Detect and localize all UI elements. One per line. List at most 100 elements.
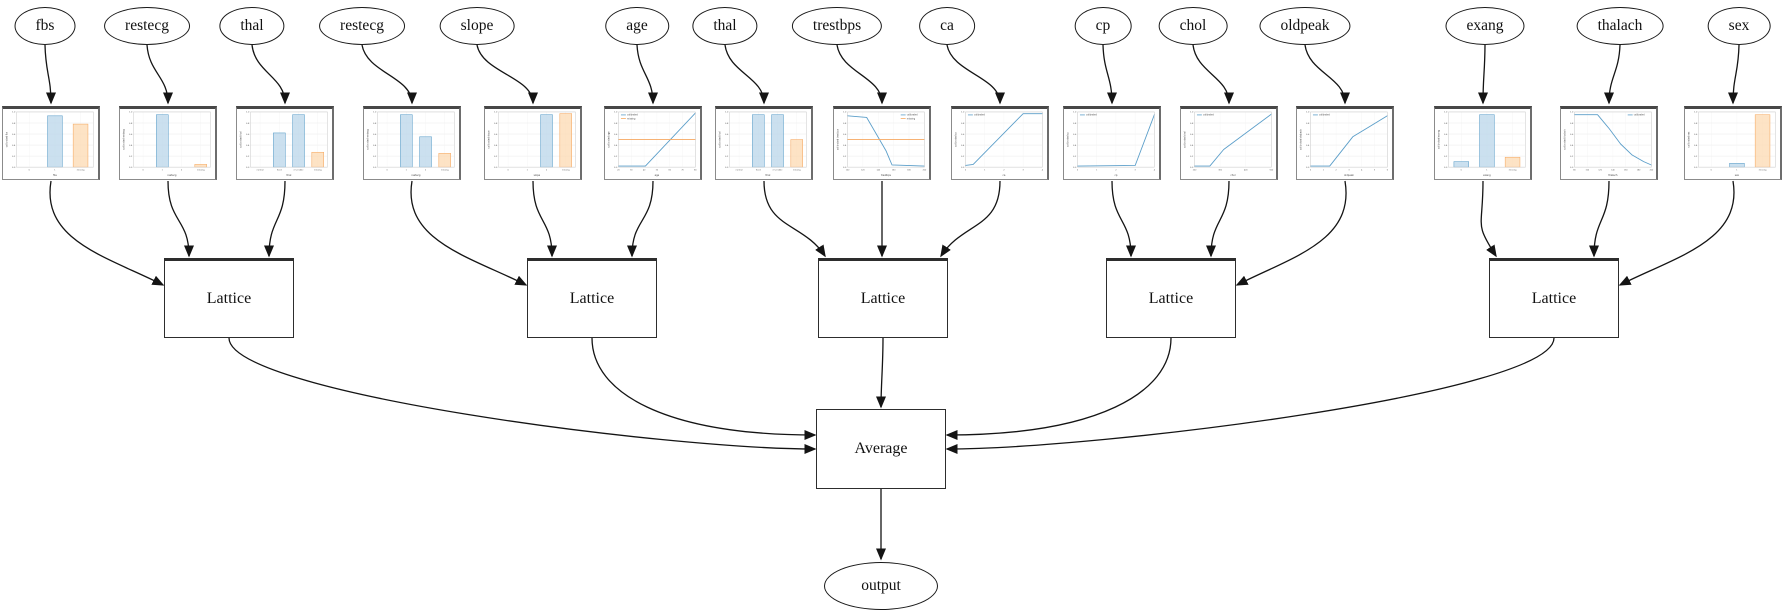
- svg-text:0.6: 0.6: [12, 134, 16, 136]
- svg-text:1.0: 1.0: [129, 112, 133, 114]
- svg-text:140: 140: [1611, 170, 1615, 172]
- svg-text:0.8: 0.8: [1694, 123, 1698, 125]
- svg-text:calibrated restecg: calibrated restecg: [367, 129, 370, 150]
- edge-input-restecg-to-chart: [361, 44, 417, 105]
- svg-text:calibrated: calibrated: [1086, 114, 1097, 117]
- edge-lattice-2-to-average: [591, 337, 817, 440]
- svg-text:300: 300: [1218, 170, 1222, 172]
- svg-text:calibrated restecg: calibrated restecg: [123, 129, 126, 150]
- input-node-thal-2: thal: [219, 7, 285, 45]
- svg-text:missing: missing: [77, 170, 85, 172]
- svg-text:fixed: fixed: [277, 170, 283, 172]
- svg-text:0: 0: [1310, 170, 1312, 172]
- svg-text:4: 4: [1042, 170, 1044, 172]
- input-node-restecg-3: restecg: [319, 7, 405, 45]
- svg-text:1: 1: [984, 170, 986, 172]
- output-label: output: [861, 577, 901, 594]
- input-node-restecg-1: restecg: [104, 7, 190, 45]
- svg-text:age: age: [655, 174, 660, 177]
- svg-text:0.6: 0.6: [1190, 134, 1194, 136]
- edge-lattice-1-to-average: [228, 337, 817, 454]
- svg-text:0.4: 0.4: [1306, 145, 1310, 147]
- input-node-thal-6: thal: [692, 7, 758, 45]
- svg-text:0.8: 0.8: [494, 123, 498, 125]
- edge-input-oldpeak-to-chart: [1304, 44, 1350, 105]
- input-node-oldpeak-11: oldpeak: [1259, 7, 1351, 45]
- svg-text:trestbps: trestbps: [881, 173, 892, 177]
- svg-text:0.2: 0.2: [494, 156, 498, 158]
- svg-text:0.6: 0.6: [1444, 134, 1448, 136]
- edge-input-restecg-to-chart: [146, 44, 173, 105]
- svg-text:160: 160: [892, 170, 896, 172]
- svg-text:6: 6: [1387, 170, 1389, 172]
- svg-text:0.2: 0.2: [725, 156, 729, 158]
- svg-text:calibrated: calibrated: [1203, 114, 1214, 117]
- svg-text:restecg: restecg: [411, 173, 421, 177]
- input-label: cp: [1095, 17, 1111, 34]
- svg-text:0.8: 0.8: [961, 123, 965, 125]
- svg-text:0.2: 0.2: [1190, 156, 1194, 158]
- average-label: Average: [854, 440, 908, 457]
- svg-text:100: 100: [1586, 170, 1590, 172]
- lattice-node-1: Lattice: [164, 258, 294, 338]
- svg-text:0.0: 0.0: [1444, 167, 1448, 169]
- svg-text:0.4: 0.4: [1190, 145, 1194, 147]
- svg-text:0.8: 0.8: [1570, 123, 1574, 125]
- input-node-age-5: age: [605, 7, 669, 45]
- svg-text:1.0: 1.0: [246, 112, 250, 114]
- svg-text:calibrated ca: calibrated ca: [955, 132, 958, 147]
- svg-text:calibrated: calibrated: [1634, 114, 1645, 117]
- lattice-label: Lattice: [1148, 290, 1194, 307]
- svg-text:reversible: reversible: [773, 169, 784, 172]
- lattice-node-4: Lattice: [1106, 258, 1236, 338]
- svg-text:missing: missing: [562, 170, 570, 172]
- svg-text:0.2: 0.2: [373, 156, 377, 158]
- svg-text:0.4: 0.4: [12, 145, 16, 147]
- svg-text:calibrated slope: calibrated slope: [488, 130, 491, 149]
- svg-text:0: 0: [29, 170, 31, 172]
- svg-text:0.6: 0.6: [843, 134, 847, 136]
- svg-text:5: 5: [1374, 170, 1376, 172]
- svg-text:0.0: 0.0: [725, 167, 729, 169]
- svg-text:1.0: 1.0: [961, 112, 965, 114]
- svg-text:0.2: 0.2: [246, 156, 250, 158]
- input-label: restecg: [340, 17, 384, 34]
- svg-text:2: 2: [1115, 170, 1116, 172]
- svg-text:80: 80: [1573, 170, 1576, 172]
- svg-text:0.6: 0.6: [614, 134, 618, 136]
- svg-text:sex: sex: [1735, 174, 1740, 177]
- input-node-slope-4: slope: [439, 7, 515, 45]
- svg-text:ca: ca: [1002, 174, 1005, 177]
- lattice-node-2: Lattice: [527, 258, 657, 338]
- svg-text:1: 1: [406, 170, 408, 172]
- svg-text:0.4: 0.4: [1694, 145, 1698, 147]
- svg-text:0.8: 0.8: [725, 123, 729, 125]
- svg-text:1.0: 1.0: [12, 112, 16, 114]
- svg-text:0.8: 0.8: [12, 123, 16, 125]
- svg-text:180: 180: [907, 170, 911, 172]
- svg-text:0.6: 0.6: [1694, 134, 1698, 136]
- input-node-chol-10: chol: [1158, 7, 1228, 45]
- svg-text:0.6: 0.6: [1306, 134, 1310, 136]
- svg-text:1.0: 1.0: [725, 112, 729, 114]
- svg-text:0.0: 0.0: [1073, 167, 1077, 169]
- svg-text:1.0: 1.0: [1190, 112, 1194, 114]
- edge-chart-restecg-to-lattice-1: [167, 180, 194, 258]
- svg-text:0: 0: [965, 170, 967, 172]
- svg-text:0.2: 0.2: [12, 156, 16, 158]
- lattice-node-5: Lattice: [1489, 258, 1619, 338]
- svg-text:1.0: 1.0: [1444, 112, 1448, 114]
- svg-text:0.0: 0.0: [12, 167, 16, 169]
- svg-text:missing: missing: [1759, 170, 1767, 172]
- edge-lattice-5-to-average: [945, 337, 1555, 454]
- svg-text:0.4: 0.4: [246, 145, 250, 147]
- input-node-trestbps-7: trestbps: [791, 7, 883, 45]
